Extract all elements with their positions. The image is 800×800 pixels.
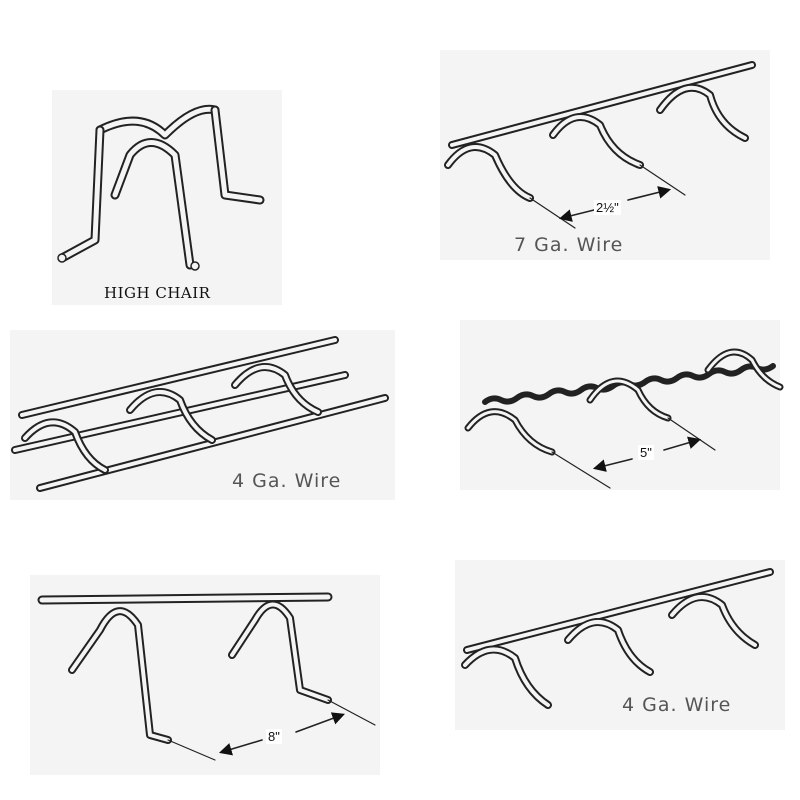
- chair-corrugated-drawing: [464, 348, 784, 489]
- chair-4ga-single-drawing: [461, 568, 774, 709]
- chair-7ga-drawing: [444, 61, 756, 229]
- chair-8in-drawing: [37, 592, 376, 761]
- chair-4ga-triple-label: 4 Ga. Wire: [232, 470, 342, 492]
- panel-bg-8in: [30, 575, 380, 775]
- high-chair-drawing: [57, 104, 265, 271]
- chair-4ga-triple-drawing: [11, 336, 389, 492]
- chair-8in-dimension: 8": [266, 729, 282, 744]
- chair-7ga-label: 7 Ga. Wire: [514, 234, 624, 256]
- high-chair-label: HIGH CHAIR: [104, 284, 211, 302]
- chair-7ga-dimension: 2½": [594, 200, 621, 215]
- panel-bg-corrugated: [460, 320, 780, 490]
- chair-4ga-single-label: 4 Ga. Wire: [622, 694, 732, 716]
- chair-corrugated-dimension: 5": [638, 445, 654, 460]
